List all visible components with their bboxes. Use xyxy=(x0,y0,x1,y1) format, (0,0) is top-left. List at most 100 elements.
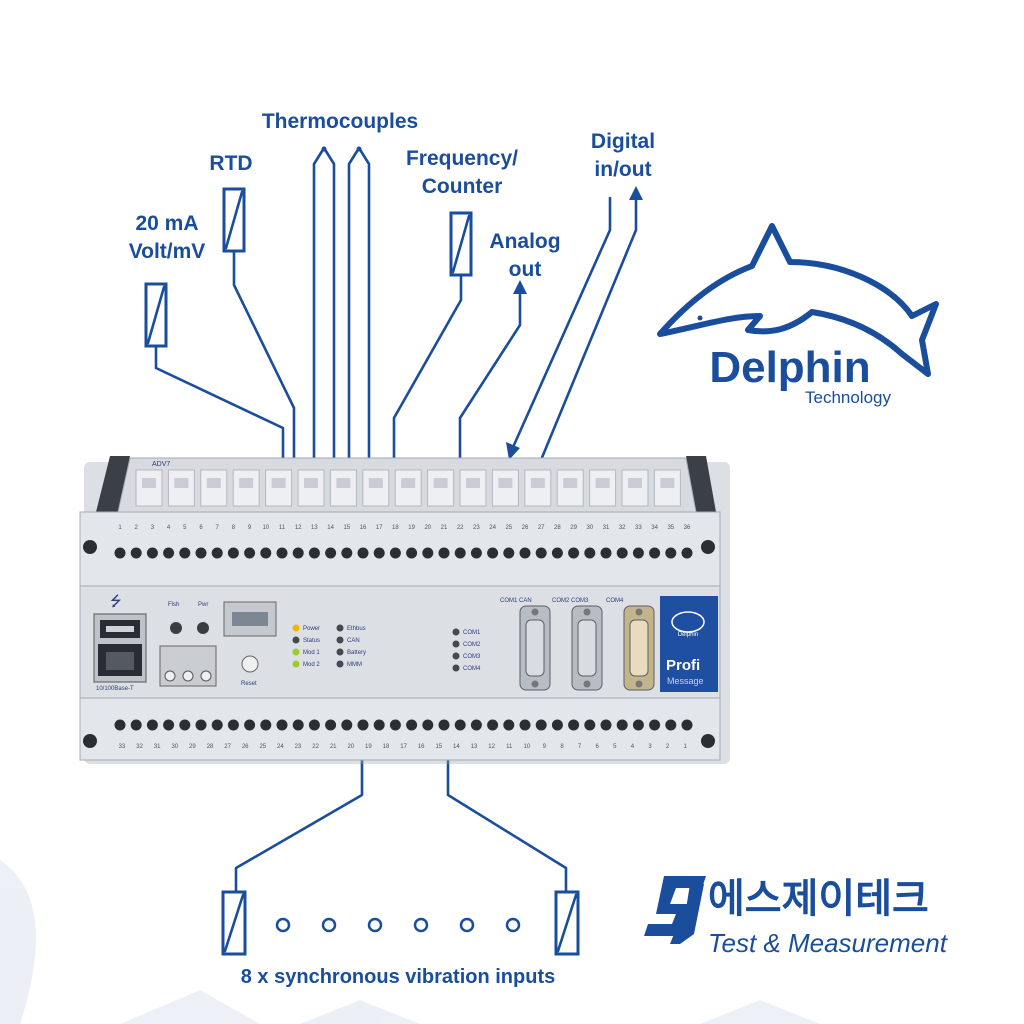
terminal-screw xyxy=(535,719,547,731)
thermocouple-2-junction xyxy=(356,146,362,152)
terminal-screw xyxy=(373,547,385,559)
terminal-screw xyxy=(341,547,353,559)
terminal-number: 3 xyxy=(151,525,155,531)
digital-out-arrow xyxy=(629,186,643,200)
switch-label-2: Pwr xyxy=(198,602,208,608)
terminal-screw xyxy=(292,547,304,559)
terminal-number: 7 xyxy=(578,744,582,750)
label-analog-line1: Analog xyxy=(489,230,560,253)
terminal-screw xyxy=(470,547,482,559)
bottom-screw-row xyxy=(114,719,693,731)
port-label-com1: COM1 CAN xyxy=(500,598,532,604)
terminal-screw xyxy=(600,719,612,731)
led-power xyxy=(292,624,300,632)
terminal-screw xyxy=(438,547,450,559)
terminal-slot-opening xyxy=(595,478,610,488)
terminal-screw xyxy=(244,719,256,731)
terminal-slot-opening xyxy=(336,478,351,488)
wire-digital-in xyxy=(512,196,612,447)
terminal-screw xyxy=(519,547,531,559)
background-decoration xyxy=(0,860,820,1024)
terminal-screw xyxy=(454,547,466,559)
led-label-com1: COM1 xyxy=(463,630,481,636)
terminal-screw xyxy=(503,547,515,559)
terminal-slot-opening xyxy=(271,478,286,488)
terminal-number: 1 xyxy=(684,744,688,750)
terminal-number: 13 xyxy=(311,525,318,531)
terminal-screw xyxy=(276,719,288,731)
terminal-screw xyxy=(260,547,272,559)
label-frequency-line1: Frequency/ xyxy=(406,147,518,170)
terminal-number: 8 xyxy=(560,744,564,750)
terminal-screw xyxy=(438,719,450,731)
delphin-logo: Delphin Technology xyxy=(657,223,939,407)
led-can xyxy=(336,636,344,644)
terminal-number: 31 xyxy=(154,744,161,750)
terminal-number: 20 xyxy=(424,525,431,531)
wire-digital-out xyxy=(539,198,638,462)
sj-tech-logo: 에스제이테크 Test & Measurement xyxy=(644,876,949,958)
terminal-screw xyxy=(470,719,482,731)
digital-in-arrow xyxy=(506,442,520,460)
terminal-screw xyxy=(163,719,175,731)
terminal-number: 32 xyxy=(619,525,626,531)
terminal-screw xyxy=(584,547,596,559)
terminal-number: 29 xyxy=(189,744,196,750)
sensor-vibration-right-diagonal xyxy=(556,893,578,953)
terminal-number: 17 xyxy=(376,525,383,531)
com-led-column: COM1 COM2 COM3 COM4 xyxy=(452,628,481,672)
terminal-number: 17 xyxy=(400,744,407,750)
led-label-power: Power xyxy=(303,626,320,632)
terminal-number: 28 xyxy=(554,525,561,531)
terminal-slot xyxy=(329,469,357,507)
terminal-screw xyxy=(406,547,418,559)
terminal-number: 15 xyxy=(435,744,442,750)
terminal-number: 9 xyxy=(543,744,547,750)
terminal-screw xyxy=(195,547,207,559)
terminal-number: 23 xyxy=(473,525,480,531)
terminal-screw xyxy=(454,719,466,731)
terminal-number: 33 xyxy=(119,744,126,750)
terminal-number: 9 xyxy=(248,525,252,531)
badge-delphin-icon xyxy=(671,611,705,633)
terminal-screw xyxy=(244,547,256,559)
led-battery xyxy=(336,648,344,656)
terminal-screw xyxy=(325,547,337,559)
label-frequency-line2: Counter xyxy=(422,175,503,198)
terminal-screw xyxy=(276,547,288,559)
wire-vibration-right xyxy=(446,758,568,894)
terminal-screw xyxy=(195,719,207,731)
terminal-screw xyxy=(600,547,612,559)
terminal-screw xyxy=(406,719,418,731)
terminal-slot-opening xyxy=(563,478,578,488)
terminal-number: 2 xyxy=(666,744,670,750)
terminal-slot-opening xyxy=(498,478,513,488)
led-label-can: CAN xyxy=(347,638,360,644)
led-label-com3: COM3 xyxy=(463,654,481,660)
terminal-screw xyxy=(681,719,693,731)
terminal-number: 11 xyxy=(506,744,513,750)
terminal-screw xyxy=(616,719,628,731)
sensor-ma-volt-diagonal xyxy=(146,285,166,345)
terminal-screw xyxy=(389,719,401,731)
terminal-slot-opening xyxy=(368,478,383,488)
terminal-number: 18 xyxy=(383,744,390,750)
led-com4 xyxy=(452,664,460,672)
terminal-number: 2 xyxy=(135,525,139,531)
led-label-mod1: Mod 1 xyxy=(303,650,320,656)
led-ethbus xyxy=(336,624,344,632)
terminal-number: 15 xyxy=(343,525,350,531)
sensor-vibration-left-diagonal xyxy=(223,893,245,953)
terminal-number: 27 xyxy=(538,525,545,531)
label-ma-volt-line1: 20 mA xyxy=(135,212,198,235)
wire-frequency xyxy=(392,273,463,462)
wire-ma-volt xyxy=(154,344,285,462)
vibration-dot xyxy=(413,917,429,933)
terminal-screw xyxy=(179,719,191,731)
terminal-screw xyxy=(584,719,596,731)
dsub-port-com4 xyxy=(623,605,655,691)
terminal-slot-opening xyxy=(174,478,189,488)
reset-button xyxy=(241,655,259,673)
sensor-frequency-diagonal xyxy=(451,214,471,274)
